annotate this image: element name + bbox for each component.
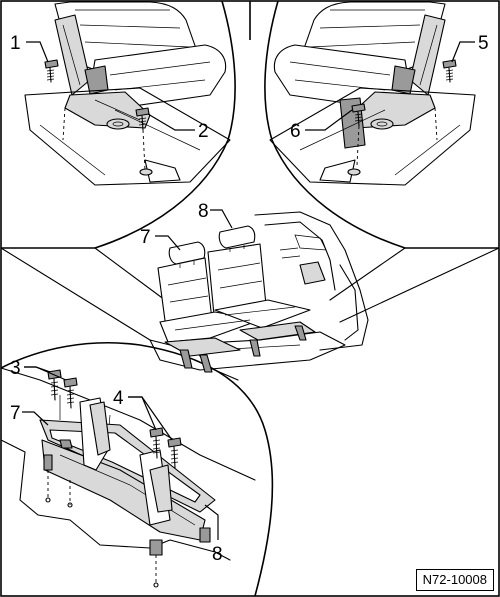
seat-rear-left-detail	[24, 1, 231, 186]
figure-id-label: N72-10008	[415, 569, 494, 591]
callout-6: 6	[290, 121, 301, 142]
callout-numbers: 1 2 5 6 7 8 3 4 7 8	[10, 33, 489, 565]
leader-lines	[22, 41, 475, 540]
callout-7-overview: 7	[140, 227, 151, 248]
callout-2: 2	[198, 121, 209, 142]
callout-8-detail: 8	[212, 544, 223, 565]
callout-4: 4	[113, 388, 124, 409]
callout-7-detail: 7	[10, 403, 21, 424]
seat-rear-right-detail	[269, 1, 476, 186]
callout-8-overview: 8	[198, 201, 209, 222]
callout-3: 3	[10, 358, 21, 379]
callout-5: 5	[478, 33, 489, 54]
rail-assembly-detail	[0, 367, 256, 588]
vehicle-bench-overview	[149, 211, 369, 373]
callout-1: 1	[10, 33, 21, 54]
